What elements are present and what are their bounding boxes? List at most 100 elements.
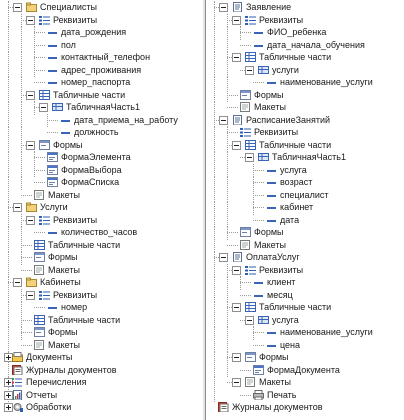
tree-node-реквизиты[interactable]: Реквизиты — [0, 13, 200, 27]
tree-node-услуга[interactable]: услуга — [206, 163, 404, 177]
tree-node-формы[interactable]: Формы — [206, 351, 404, 365]
tree-node-табличные-части[interactable]: Табличные части — [206, 138, 404, 152]
tree-node-отчеты[interactable]: Отчеты — [0, 388, 200, 402]
tree-node-заявление[interactable]: Заявление — [206, 1, 404, 15]
tree-node-услуга[interactable]: услуга — [206, 313, 404, 327]
collapse-toggle[interactable] — [245, 315, 254, 325]
tree-node-формы[interactable]: Формы — [206, 88, 404, 102]
collapse-toggle[interactable] — [245, 153, 254, 162]
tree-node-реквизиты[interactable]: Реквизиты — [206, 126, 404, 140]
layouts-icon — [240, 102, 250, 112]
tree-node-макеты[interactable]: Макеты — [206, 101, 404, 115]
collapse-toggle[interactable] — [26, 290, 35, 300]
tree-node-реквизиты[interactable]: Реквизиты — [206, 263, 404, 277]
tree-node-label: ТабличнаяЧасть1 — [66, 102, 140, 112]
tree-node-табличные-части[interactable]: Табличные части — [0, 238, 200, 252]
tree-node-пол[interactable]: пол — [0, 38, 200, 52]
tree-node-табличные-части[interactable]: Табличные части — [206, 301, 404, 315]
tree-node-журналы-документов[interactable]: Журналы документов — [0, 363, 200, 377]
tree-node-месяц[interactable]: месяц — [206, 288, 404, 302]
tree-node-должность[interactable]: должность — [0, 126, 200, 140]
collapse-toggle[interactable] — [13, 203, 22, 212]
tree-guide-line — [214, 163, 215, 177]
tree-node-специалист[interactable]: специалист — [206, 188, 404, 202]
tree-node-обработки[interactable]: Обработки — [0, 401, 200, 413]
tree-node-количество-часов[interactable]: количество_часов — [0, 226, 200, 240]
collapse-toggle[interactable] — [219, 253, 228, 262]
tree-node-реквизиты[interactable]: Реквизиты — [0, 288, 200, 302]
collapse-toggle[interactable] — [39, 103, 48, 112]
tree-node-расписаниезанятий[interactable]: РасписаниеЗанятий — [206, 113, 404, 127]
tree-node-документы[interactable]: Документы — [0, 351, 200, 365]
collapse-toggle[interactable] — [13, 3, 22, 12]
collapse-toggle[interactable] — [232, 265, 241, 275]
collapse-toggle[interactable] — [232, 303, 241, 312]
collapse-toggle[interactable] — [245, 65, 254, 75]
tree-node-табличные-части[interactable]: Табличные части — [0, 313, 200, 327]
tree-node-наименование-услуги[interactable]: наименование_услуги — [206, 326, 404, 340]
tree-node-журналы-документов[interactable]: Журналы документов — [206, 401, 404, 413]
tree-node-макеты[interactable]: Макеты — [0, 263, 200, 277]
tree-node-формы[interactable]: Формы — [206, 226, 404, 240]
tree-guide-line — [8, 338, 9, 352]
collapse-toggle[interactable] — [26, 90, 35, 100]
tree-node-реквизиты[interactable]: Реквизиты — [0, 213, 200, 227]
tree-guide-line — [227, 201, 228, 215]
expand-toggle[interactable] — [4, 403, 13, 412]
tree-node-формадокумента[interactable]: ФормаДокумента — [206, 363, 404, 377]
tree-node-формы[interactable]: Формы — [0, 138, 200, 152]
collapse-toggle[interactable] — [219, 3, 228, 12]
tree-node-кабинет[interactable]: кабинет — [206, 201, 404, 215]
tree-node-цена[interactable]: цена — [206, 338, 404, 352]
tree-node-макеты[interactable]: Макеты — [206, 376, 404, 390]
tree-node-перечисления[interactable]: Перечисления — [0, 376, 200, 390]
tree-node-номер-паспорта[interactable]: номер_паспорта — [0, 76, 200, 90]
tree-node-label: Отчеты — [26, 389, 58, 400]
collapse-toggle[interactable] — [219, 115, 228, 125]
tree-node-адрес-проживания[interactable]: адрес_проживания — [0, 63, 200, 77]
collapse-toggle[interactable] — [26, 15, 35, 25]
tree-node-дата-приема-на-работу[interactable]: дата_приема_на_работу — [0, 113, 200, 127]
tree-node-наименование-услуги[interactable]: наименование_услуги — [206, 76, 404, 90]
tree-node-услуги[interactable]: услуги — [206, 63, 404, 77]
tree-node-табличные-части[interactable]: Табличные части — [0, 88, 200, 102]
tree-node-формы[interactable]: Формы — [0, 251, 200, 265]
tree-node-дата-начала-обучения[interactable]: дата_начала_обучения — [206, 38, 404, 52]
tree-node-формаэлемента[interactable]: ФормаЭлемента — [0, 151, 200, 165]
tree-node-формасписка[interactable]: ФормаСписка — [0, 176, 200, 190]
tree-node-табличные-части[interactable]: Табличные части — [206, 51, 404, 65]
collapse-toggle[interactable] — [232, 140, 241, 150]
collapse-toggle[interactable] — [232, 353, 241, 362]
collapse-toggle[interactable] — [26, 215, 35, 225]
tree-node-номер[interactable]: номер — [0, 301, 200, 315]
collapse-toggle[interactable] — [232, 53, 241, 62]
tree-node-кабинеты[interactable]: Кабинеты — [0, 276, 200, 290]
tree-node-макеты[interactable]: Макеты — [0, 188, 200, 202]
tree-node-фио-ребенка[interactable]: ФИО_ребенка — [206, 26, 404, 40]
tree-node-табличнаячасть1[interactable]: ТабличнаяЧасть1 — [206, 151, 404, 165]
tree-node-формавыбора[interactable]: ФормаВыбора — [0, 163, 200, 177]
tree-node-дата[interactable]: дата — [206, 213, 404, 227]
tree-node-макеты[interactable]: Макеты — [0, 338, 200, 352]
tree-node-реквизиты[interactable]: Реквизиты — [206, 13, 404, 27]
tree-node-макеты[interactable]: Макеты — [206, 238, 404, 252]
tree-node-label: адрес_проживания — [61, 64, 142, 75]
tree-node-табличнаячасть1[interactable]: ТабличнаяЧасть1 — [0, 101, 200, 115]
expand-toggle[interactable] — [4, 390, 13, 400]
tree-node-специалисты[interactable]: Специалисты — [0, 1, 200, 15]
collapse-toggle[interactable] — [26, 140, 35, 150]
tree-node-формы[interactable]: Формы — [0, 326, 200, 340]
tree-node-возраст[interactable]: возраст — [206, 176, 404, 190]
tree-node-контактный-телефон[interactable]: контактный_телефон — [0, 51, 200, 65]
tree-node-клиент[interactable]: клиент — [206, 276, 404, 290]
collapse-toggle[interactable] — [13, 278, 22, 287]
tree-node-печать[interactable]: Печать — [206, 388, 404, 402]
tree-node-дата-рождения[interactable]: дата_рождения — [0, 26, 200, 40]
collapse-toggle[interactable] — [232, 15, 241, 25]
tree-guide-line — [214, 351, 215, 365]
collapse-toggle[interactable] — [232, 378, 241, 387]
tree-node-оплатауслуг[interactable]: ОплатаУслуг — [206, 251, 404, 265]
tree-node-услуги[interactable]: Услуги — [0, 201, 200, 215]
